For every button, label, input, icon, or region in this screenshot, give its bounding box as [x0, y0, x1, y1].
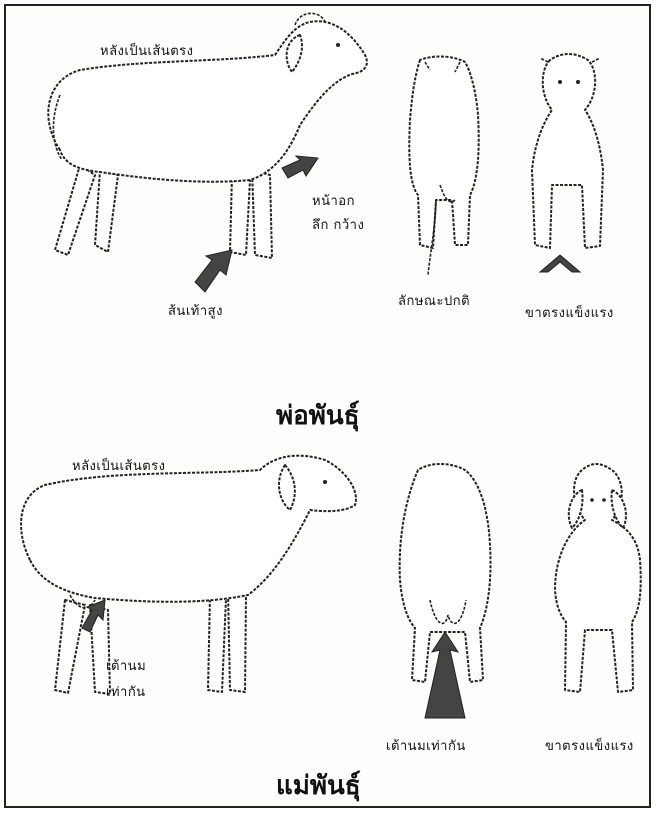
dam-topline-label: หลังเป็นเส้นตรง: [72, 455, 166, 476]
sire-rear-label: ลักษณะปกติ: [398, 290, 470, 311]
dam-front-label: ขาตรงแข็งแรง: [545, 735, 634, 756]
dam-udder-side-label: เต้านม เท่ากัน: [106, 654, 146, 706]
front-leg-arrow-icon: [540, 255, 580, 272]
chest-arrow-icon: [282, 156, 318, 178]
sire-side-view: [48, 13, 367, 292]
dam-front-view: [555, 464, 641, 692]
rear-udder-arrow-icon: [425, 632, 465, 718]
sire-legs-label: ส้นเท้าสูง: [168, 300, 223, 321]
leg-arrow-icon: [195, 250, 232, 292]
sire-front-view: [532, 54, 603, 272]
dam-side-view: [21, 456, 356, 694]
dam-rear-label: เต้านมเท่ากัน: [386, 735, 466, 756]
sire-rear-view: [409, 56, 478, 275]
sire-front-label: ขาตรงแข็งแรง: [525, 302, 614, 323]
sire-title: พ่อพันธุ์: [276, 395, 360, 436]
sire-chest-label: หน้าอก ลึก กว้าง: [312, 190, 364, 238]
dam-rear-view: [400, 464, 491, 718]
dam-title: แม่พันธุ์: [276, 765, 361, 806]
sire-topline-label: หลังเป็นเส้นตรง: [100, 40, 194, 61]
